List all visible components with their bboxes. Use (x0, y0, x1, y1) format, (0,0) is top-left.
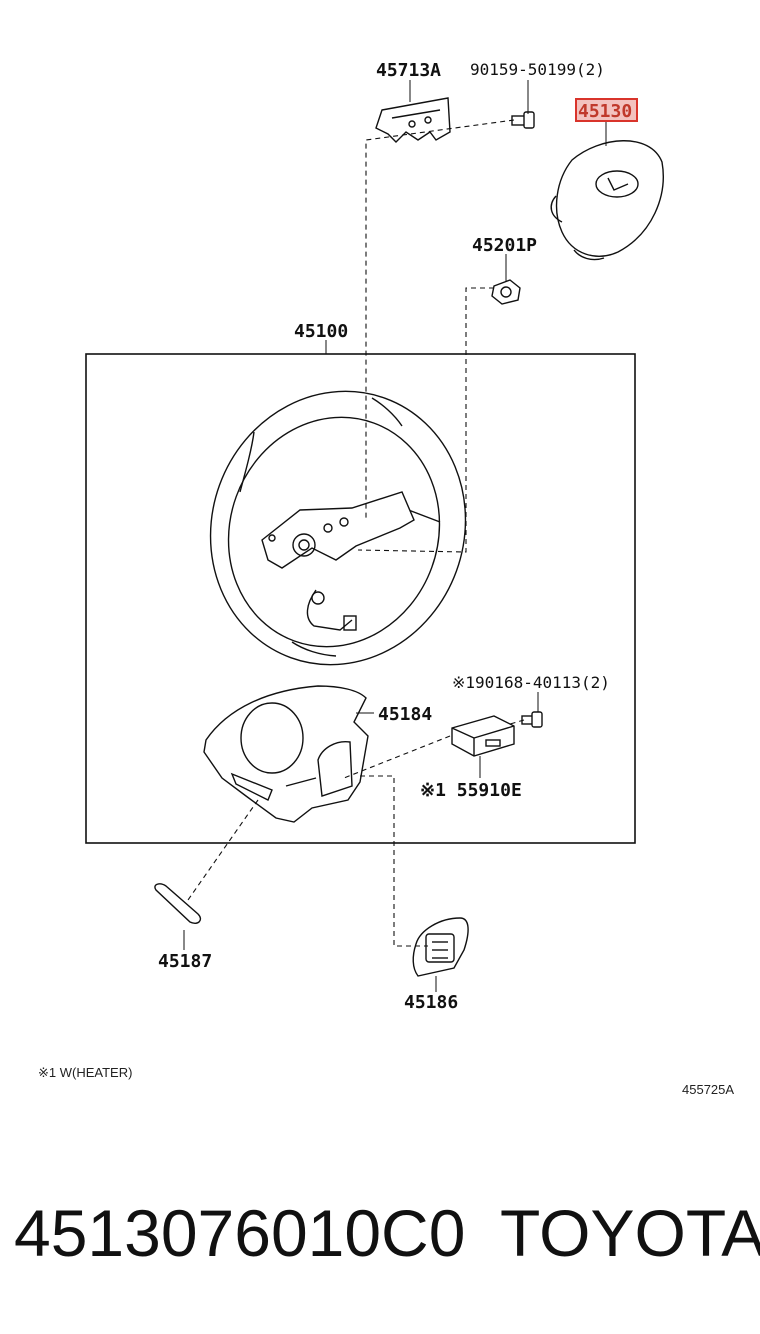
label-90159[interactable]: 90159-50199(2) (470, 60, 605, 79)
label-45187[interactable]: 45187 (158, 951, 212, 972)
diagram-id: 455725A (682, 1082, 734, 1097)
label-90168[interactable]: ※190168-40113(2) (452, 673, 610, 692)
part-55910e-module[interactable] (451, 715, 515, 757)
label-45184[interactable]: 45184 (378, 704, 432, 725)
part-45184-lower-cover[interactable] (203, 685, 369, 823)
part-90159-bolt[interactable] (511, 111, 535, 129)
footer-part-number: 4513076010C0 (14, 1196, 465, 1270)
label-55910e[interactable]: ※1 55910E (420, 780, 522, 801)
lexus-emblem-icon (595, 170, 639, 198)
footer-brand: TOYOTA (500, 1196, 760, 1270)
part-90168-bolt[interactable] (521, 711, 543, 728)
part-45186-bezel[interactable] (412, 917, 469, 977)
dashed-connection-lines (187, 119, 525, 947)
highlight-box-45130 (575, 98, 638, 122)
heater-note: ※1 W(HEATER) (38, 1065, 132, 1080)
label-45130-highlighted[interactable]: 45130 (578, 101, 632, 122)
leader-lines (183, 80, 607, 992)
label-45201p[interactable]: 45201P (472, 235, 537, 256)
part-45130-airbag[interactable] (550, 140, 664, 261)
assembly-frame-45100 (85, 353, 636, 844)
part-45187-cover[interactable] (154, 883, 202, 924)
label-45100[interactable]: 45100 (294, 321, 348, 342)
steering-wheel-icon (209, 390, 467, 666)
label-45186[interactable]: 45186 (404, 992, 458, 1013)
label-45713a[interactable]: 45713A (376, 60, 441, 81)
part-45201p-nut[interactable] (491, 279, 521, 305)
part-45713a-bracket[interactable] (375, 97, 451, 143)
